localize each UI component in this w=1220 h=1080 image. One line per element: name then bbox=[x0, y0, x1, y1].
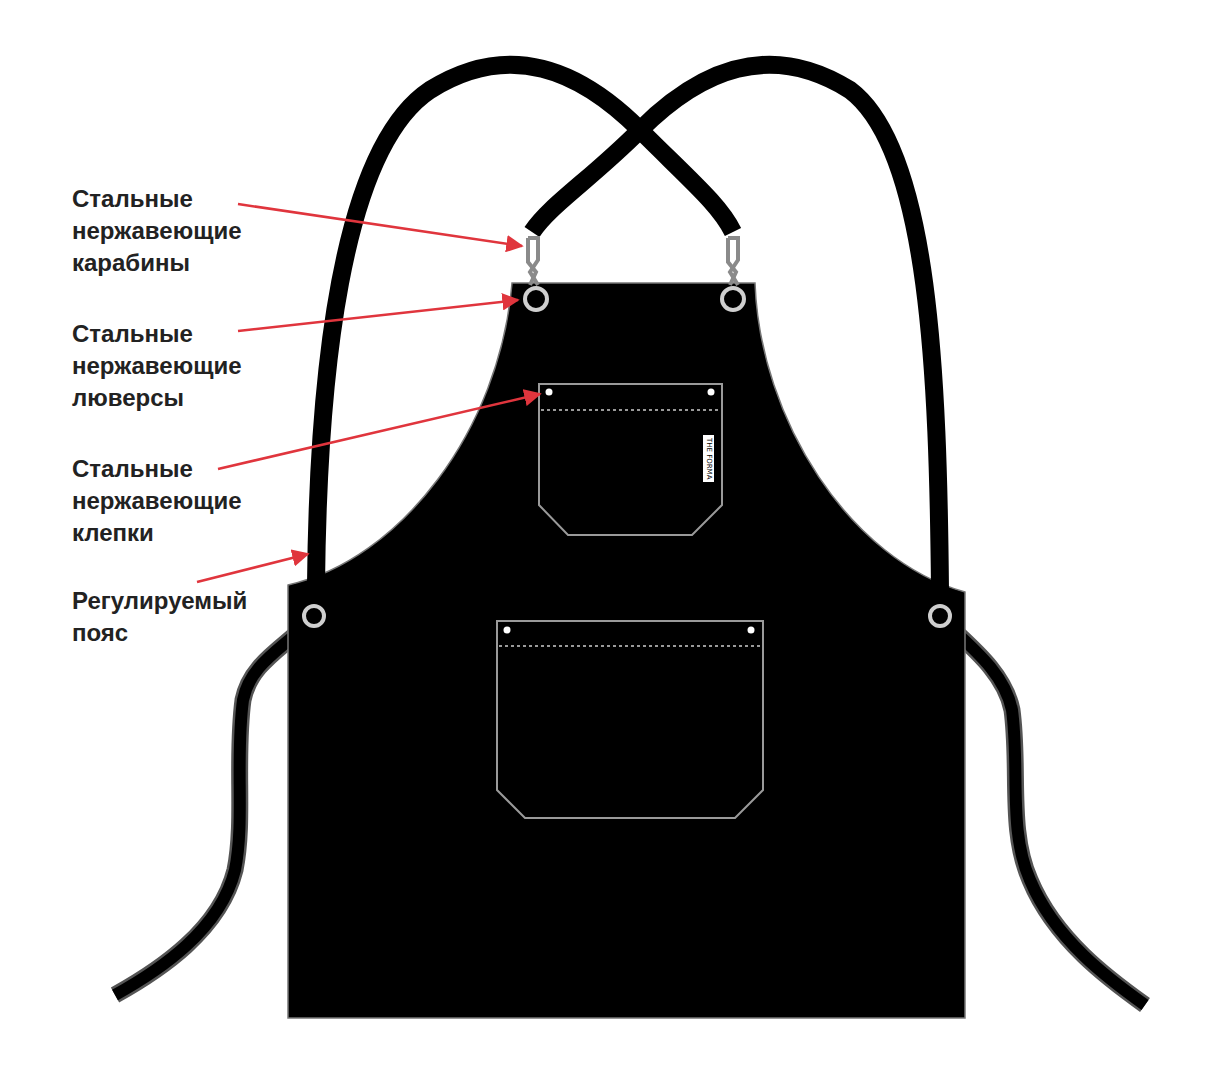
pockets bbox=[497, 384, 763, 818]
carabiners bbox=[528, 238, 738, 285]
rivets bbox=[504, 389, 755, 634]
callout-label: Регулируемый пояс bbox=[72, 585, 287, 649]
neck-straps bbox=[316, 65, 940, 590]
callout-label: Стальные нержавеющие люверсы bbox=[72, 318, 287, 414]
leader-arrows bbox=[197, 204, 540, 582]
apron-body bbox=[288, 283, 965, 1018]
callout-label: Стальные нержавеющие карабины bbox=[72, 183, 287, 279]
brand-tag: THE FORMA bbox=[703, 435, 714, 482]
callout-label: Стальные нержавеющие клепки bbox=[72, 453, 287, 549]
grommets bbox=[304, 288, 950, 626]
